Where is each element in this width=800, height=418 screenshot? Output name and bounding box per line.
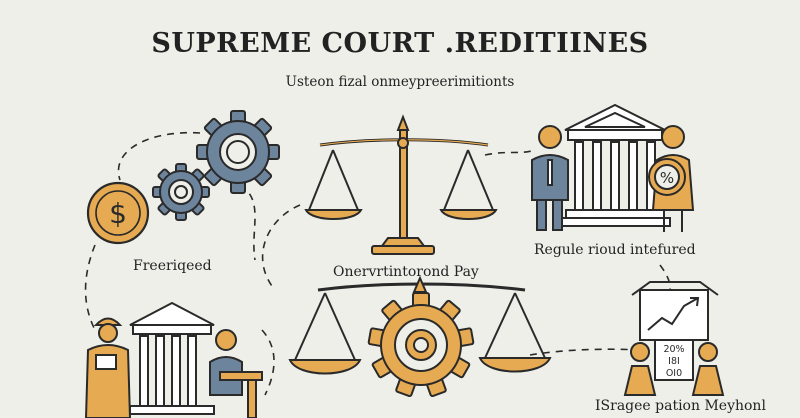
worker-figure-icon — [84, 317, 132, 418]
label-chart-people: ISragee pation Meyhonl — [595, 398, 766, 414]
chart-board-icon — [631, 281, 719, 341]
label-courthouse-people: Regule rioud intefured — [534, 242, 696, 258]
chart-left-person-icon — [623, 342, 657, 396]
percent-badge-icon: % — [648, 158, 686, 196]
connector-bottom-right — [529, 348, 641, 356]
connector-gears-right — [239, 184, 256, 261]
label-money-gears: Freeriqeed — [133, 258, 212, 274]
coin-symbol: $ — [109, 197, 127, 230]
small-gear-icon — [152, 163, 210, 221]
man-figure-icon — [531, 125, 569, 231]
page-subtitle: Usteon fizal onmeypreerimitionts — [285, 74, 515, 90]
balance-scale-icon — [304, 114, 498, 255]
dollar-coin-icon: $ — [86, 181, 150, 245]
chart-right-person-icon — [691, 342, 725, 396]
money-gears-icon: $ — [86, 110, 280, 245]
large-gear-icon — [196, 110, 280, 194]
courthouse-people-icon: % — [531, 103, 695, 232]
label-scale-top: Onervrtintorond Pay — [333, 264, 479, 280]
badge-symbol: % — [660, 169, 674, 187]
connectors — [84, 131, 672, 396]
balance-scale-gear-icon — [288, 275, 552, 398]
connector-scale-left — [261, 204, 301, 291]
connector-gears-left — [117, 131, 201, 181]
scale-gear-icon — [367, 292, 475, 398]
small-courthouse-icon — [129, 301, 215, 415]
chart-sign-sub: OI0 — [666, 368, 682, 379]
chart-sign-icon: 20% I8I OI0 — [654, 339, 694, 381]
connector-bottom-left — [261, 329, 275, 396]
connector-scale-right — [484, 149, 536, 156]
seated-person-icon — [209, 329, 263, 418]
page-title: SUPREME COURT .REDITIINES — [151, 28, 649, 59]
connector-coin-down — [84, 244, 96, 331]
worker-courthouse-icon — [84, 301, 263, 418]
growth-chart-people-icon: 20% I8I OI0 — [623, 281, 725, 396]
chart-sign-percent: 20% — [663, 344, 684, 355]
chart-sign-numbers: I8I — [668, 356, 680, 367]
